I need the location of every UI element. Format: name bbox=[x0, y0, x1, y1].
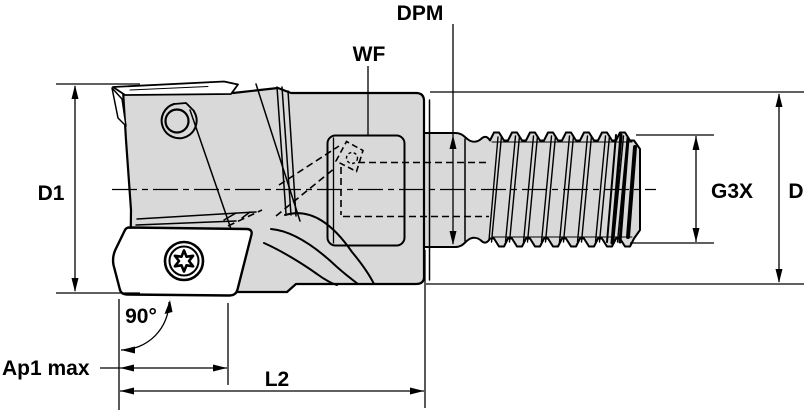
leader-wf: WF bbox=[353, 43, 386, 135]
top-left-corner-wedge bbox=[111, 87, 127, 127]
pocket-seat-line bbox=[135, 220, 237, 226]
pocket-seat-tick bbox=[223, 212, 237, 221]
flute-curves bbox=[263, 212, 375, 286]
dimension-g3x: G3X bbox=[630, 134, 753, 244]
hidden-lines bbox=[227, 140, 489, 227]
dim-label-wf: WF bbox=[353, 43, 386, 66]
dim-label-l2: L2 bbox=[265, 368, 290, 391]
insert-screw bbox=[163, 240, 205, 282]
top-insert-sliver-line bbox=[129, 86, 209, 91]
pocket-edge-line bbox=[189, 109, 232, 230]
dim-label-g3x: G3X bbox=[711, 180, 753, 203]
front-insert bbox=[111, 226, 253, 297]
dimension-ap1-max: Ap1 max bbox=[2, 299, 229, 410]
dim-label-d: D bbox=[788, 180, 803, 203]
flute-edge-line bbox=[255, 83, 301, 222]
upper-screw-boss bbox=[160, 103, 198, 140]
wrench-flat bbox=[326, 134, 406, 247]
dim-label-d1: D1 bbox=[38, 182, 65, 205]
body-ridge-line bbox=[287, 90, 297, 217]
body-ridge-line bbox=[281, 86, 292, 216]
body-ridge-line bbox=[276, 86, 287, 215]
upper-screw-hole bbox=[164, 108, 190, 134]
dim-label-angle-90: 90° bbox=[125, 305, 157, 328]
dimension-dpm: DPM bbox=[397, 2, 457, 245]
pocket-seat-tick bbox=[241, 211, 251, 219]
dimension-l2: L2 bbox=[120, 250, 426, 408]
dimension-d1: D1 bbox=[38, 83, 140, 294]
dim-label-dpm: DPM bbox=[397, 2, 444, 25]
upper-screw-boss-flat bbox=[173, 102, 195, 112]
torx-star-icon bbox=[173, 249, 195, 273]
dim-label-ap1-max: Ap1 max bbox=[2, 357, 90, 380]
dimension-d: D bbox=[426, 91, 804, 285]
dimension-angle-90: 90° bbox=[120, 300, 173, 354]
